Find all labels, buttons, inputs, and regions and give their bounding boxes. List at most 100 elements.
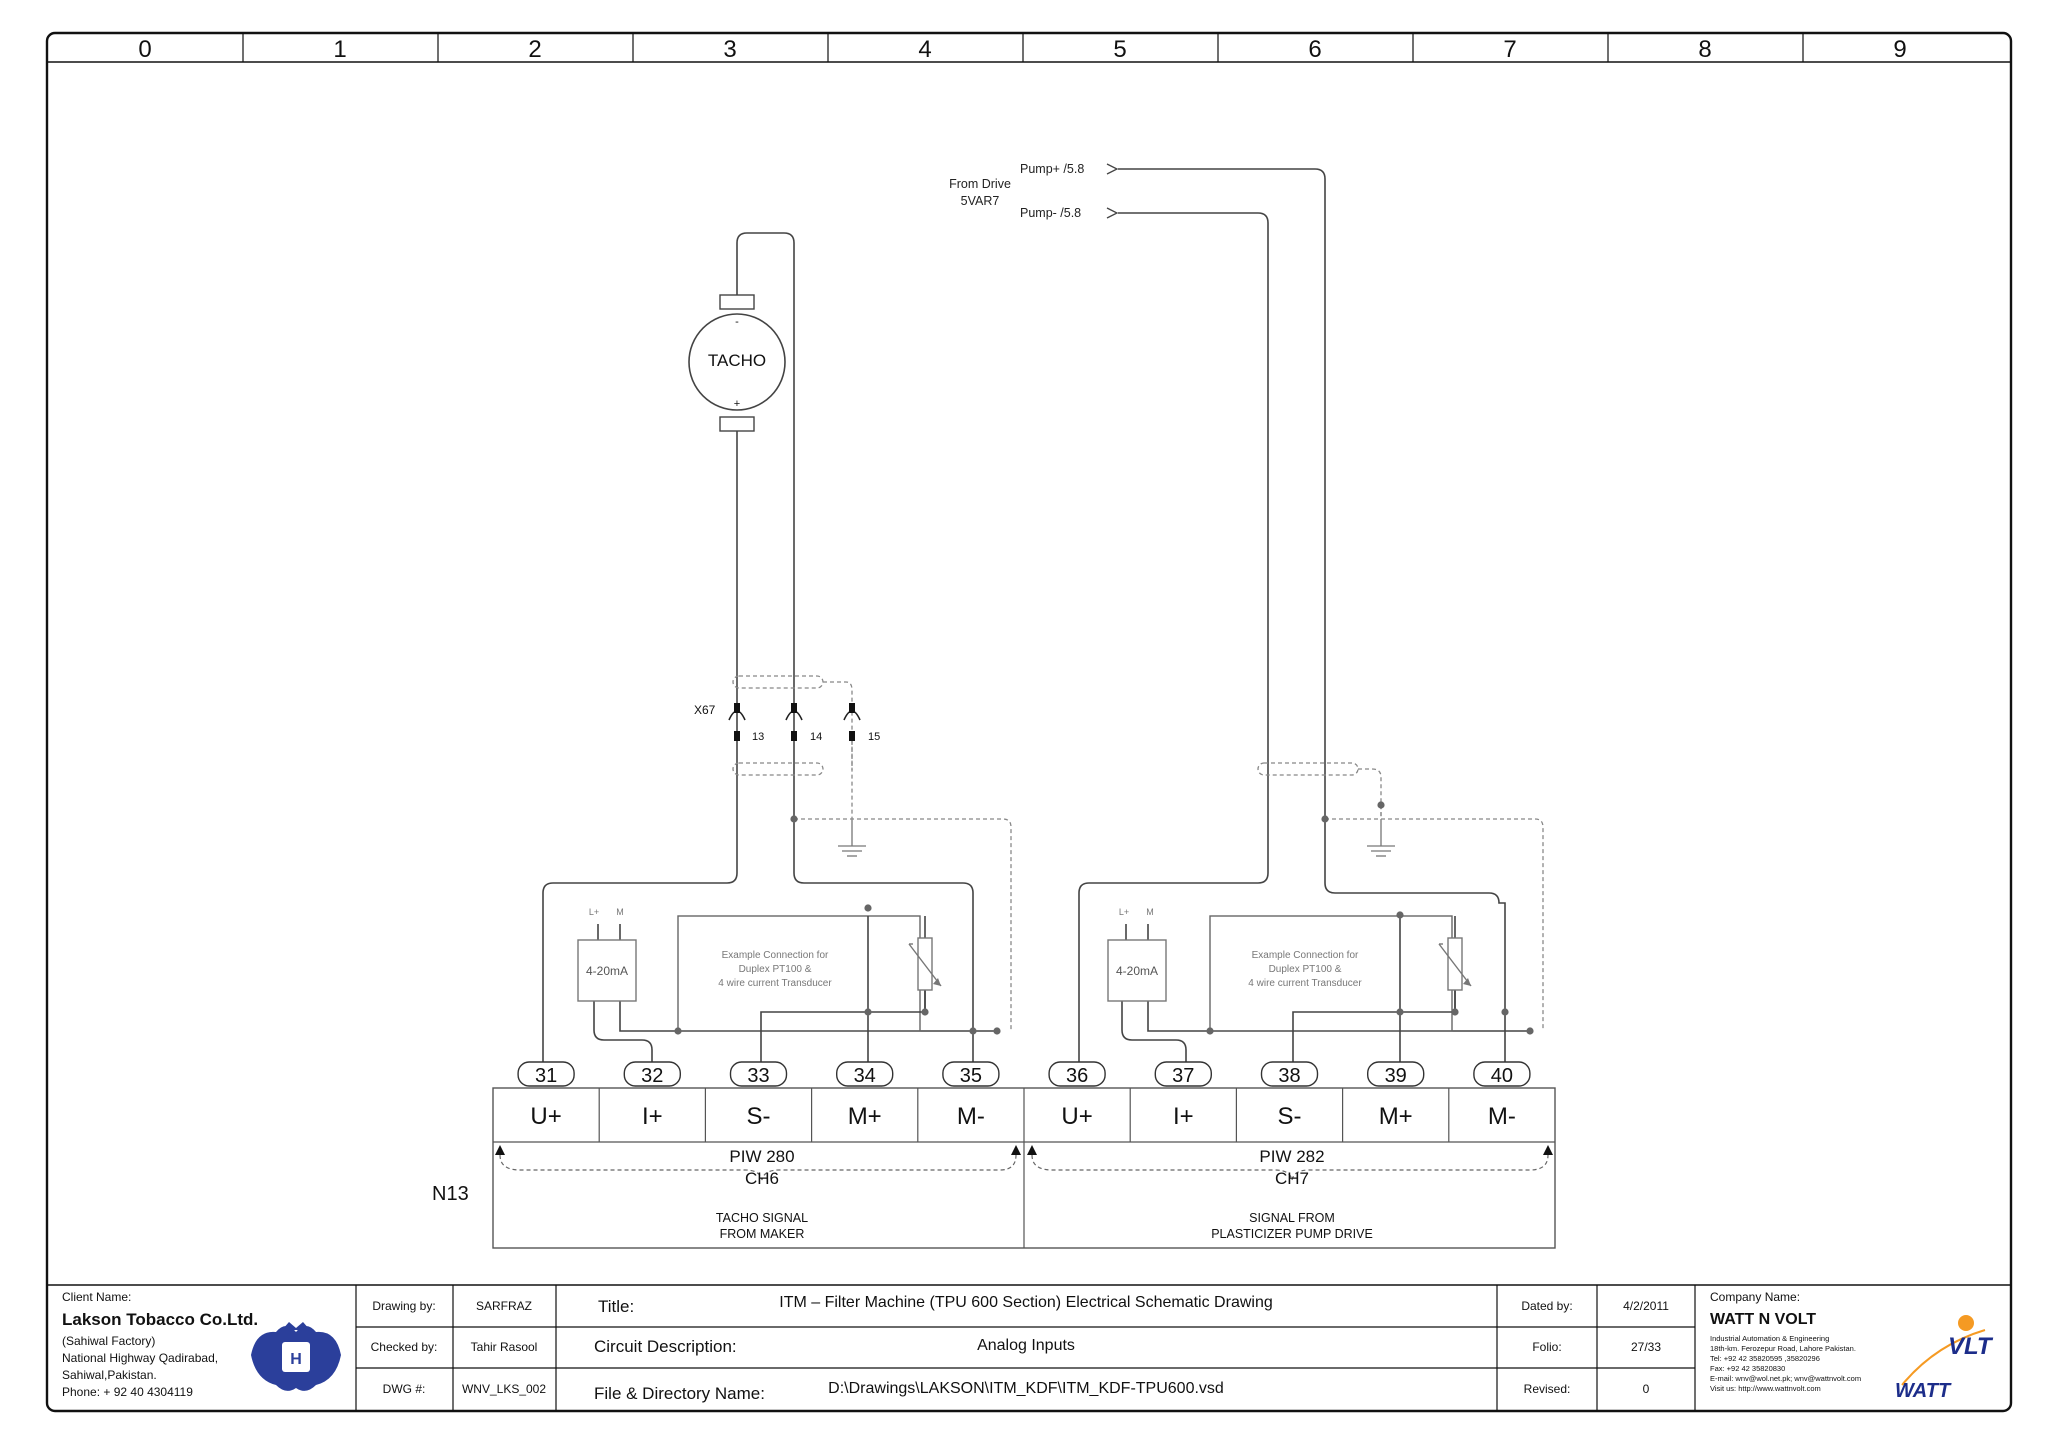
svg-text:WATT: WATT (1895, 1380, 1952, 1402)
company-info-line: E-mail: wnv@wol.net.pk; wnv@wattnvolt.co… (1710, 1374, 1861, 1383)
ch7-address: PIW 282 (1259, 1147, 1324, 1166)
company-info-line: Visit us: http://www.wattnvolt.com (1710, 1384, 1821, 1393)
client-crest-logo: H (251, 1322, 341, 1391)
x67-connector: X67 13 14 15 (694, 702, 880, 770)
pin-label: 13 (752, 731, 764, 743)
terminal-label: U+ (1061, 1103, 1092, 1130)
connector-label: X67 (694, 703, 716, 717)
terminal-number-tag (1473, 1061, 1531, 1087)
ruler-label: 4 (918, 36, 931, 63)
terminal-label: M+ (848, 1103, 882, 1130)
ruler-labels: 0 1 2 3 4 5 6 7 8 9 (138, 36, 1906, 63)
tacho-plus: + (734, 398, 740, 410)
ruler-label: 3 (723, 36, 736, 63)
dwg-number: WNV_LKS_002 (462, 1382, 546, 1396)
terminal-number-tag (1154, 1061, 1213, 1087)
terminal-label: M- (957, 1103, 985, 1130)
terminal-number-tag (942, 1061, 1000, 1087)
company-info-line: 18th-km. Ferozepur Road, Lahore Pakistan… (1710, 1344, 1856, 1353)
from-drive-label: From Drive (949, 177, 1011, 191)
terminal-number-tag (836, 1061, 894, 1087)
dated-value: 4/2/2011 (1623, 1299, 1669, 1313)
company-name: WATT N VOLT (1710, 1311, 1816, 1328)
transducer-ch7: 4-20mA L+ M Example Connection for Duple… (1107, 907, 1472, 1002)
sheet-border (45, 31, 2013, 1413)
terminal-label: S- (747, 1103, 771, 1130)
tacho-label: TACHO (708, 351, 766, 370)
ch6-channel: CH6 (745, 1169, 779, 1188)
example-note-line: Example Connection for (1252, 950, 1359, 961)
terminal-number-tag (517, 1061, 575, 1087)
terminal-label: S- (1278, 1103, 1302, 1130)
ruler-label: 1 (333, 36, 346, 63)
title-label: Title: (598, 1297, 634, 1316)
client-label: Client Name: (62, 1290, 131, 1304)
example-note-line: 4 wire current Transducer (1248, 978, 1362, 989)
terminal-number-tag (1366, 1061, 1425, 1087)
terminal-number-tag (1048, 1061, 1106, 1087)
file-label: File & Directory Name: (594, 1384, 765, 1403)
drive-reference: From Drive 5VAR7 Pump+ /5.8 Pump- /5.8 (949, 162, 1084, 220)
tacho-minus: - (735, 316, 739, 328)
client-address-line: Phone: + 92 40 4304119 (62, 1385, 193, 1399)
company-info-line: Fax: +92 42 35820830 (1710, 1364, 1785, 1373)
drawing-by: SARFRAZ (476, 1299, 532, 1313)
module-label: N13 (432, 1183, 469, 1205)
terminal-number: 36 (1066, 1065, 1088, 1087)
terminal-number: 35 (960, 1065, 982, 1087)
terminal-number: 34 (854, 1065, 876, 1087)
terminal-number: 39 (1385, 1065, 1407, 1087)
ruler-ticks (242, 33, 1804, 62)
example-note-line: 4 wire current Transducer (718, 978, 832, 989)
ruler-label: 0 (138, 36, 151, 63)
drawing-title: ITM – Filter Machine (TPU 600 Section) E… (779, 1294, 1273, 1311)
watt-n-volt-logo: VLT WATT (1895, 1315, 1994, 1402)
transducer-label: 4-20mA (586, 964, 628, 978)
circuit-label: Circuit Description: (594, 1337, 737, 1356)
title-block: Client Name: Lakson Tobacco Co.Ltd. (Sah… (47, 1284, 2011, 1411)
ground-symbols (838, 820, 1395, 857)
terminal-number: 32 (641, 1065, 663, 1087)
ch7-signal-line: PLASTICIZER PUMP DRIVE (1211, 1227, 1373, 1241)
solid-wires (542, 168, 1530, 1073)
junction-dots (674, 801, 1534, 1035)
terminal-number-tag (729, 1061, 788, 1087)
pin-label: 14 (810, 731, 822, 743)
svg-text:H: H (290, 1351, 302, 1368)
example-note-line: Example Connection for (722, 950, 829, 961)
company-info-line: Tel: +92 42 35820595 ,35820296 (1710, 1354, 1820, 1363)
file-path: D:\Drawings\LAKSON\ITM_KDF\ITM_KDF-TPU60… (828, 1380, 1224, 1397)
svg-text:VLT: VLT (1948, 1333, 1994, 1360)
company-label: Company Name: (1710, 1290, 1800, 1304)
ch7-signal-line: SIGNAL FROM (1249, 1211, 1335, 1225)
dwg-label: DWG #: (383, 1382, 426, 1396)
ch6-signal-line: TACHO SIGNAL (716, 1211, 808, 1225)
terminal-strip: 31U+32I+33S-34M+35M-36U+37I+38S-39M+40M-… (432, 1061, 1556, 1249)
example-note-line: Duplex PT100 & (739, 964, 812, 975)
client-address-line: Sahiwal,Pakistan. (62, 1368, 157, 1382)
terminal-number-tag (1260, 1061, 1319, 1087)
folio-value: 27/33 (1631, 1340, 1661, 1354)
drive-id-label: 5VAR7 (961, 194, 1000, 208)
ruler-label: 6 (1308, 36, 1321, 63)
terminal-number: 37 (1172, 1065, 1194, 1087)
dated-label: Dated by: (1521, 1299, 1572, 1313)
ch6-signal-line: FROM MAKER (720, 1227, 805, 1241)
m-label: M (616, 907, 624, 917)
ruler-label: 2 (528, 36, 541, 63)
lplus-label: L+ (589, 907, 599, 917)
checked-by-label: Checked by: (371, 1340, 438, 1354)
circuit-description: Analog Inputs (977, 1337, 1075, 1354)
terminal-label: I+ (1173, 1103, 1194, 1130)
terminal-number: 38 (1278, 1065, 1300, 1087)
drawing-by-label: Drawing by: (372, 1299, 435, 1313)
ch7-channel: CH7 (1275, 1169, 1309, 1188)
tacho-generator: TACHO - + (688, 294, 786, 432)
pin-label: 15 (868, 731, 880, 743)
off-page-arrows (1106, 163, 1119, 219)
transducer-ch6: 4-20mA L+ M Example Connection for Duple… (577, 907, 942, 1002)
terminal-number-tag (623, 1061, 681, 1087)
ruler-label: 7 (1503, 36, 1516, 63)
pump-minus-label: Pump- /5.8 (1020, 206, 1081, 220)
m-label: M (1146, 907, 1154, 917)
